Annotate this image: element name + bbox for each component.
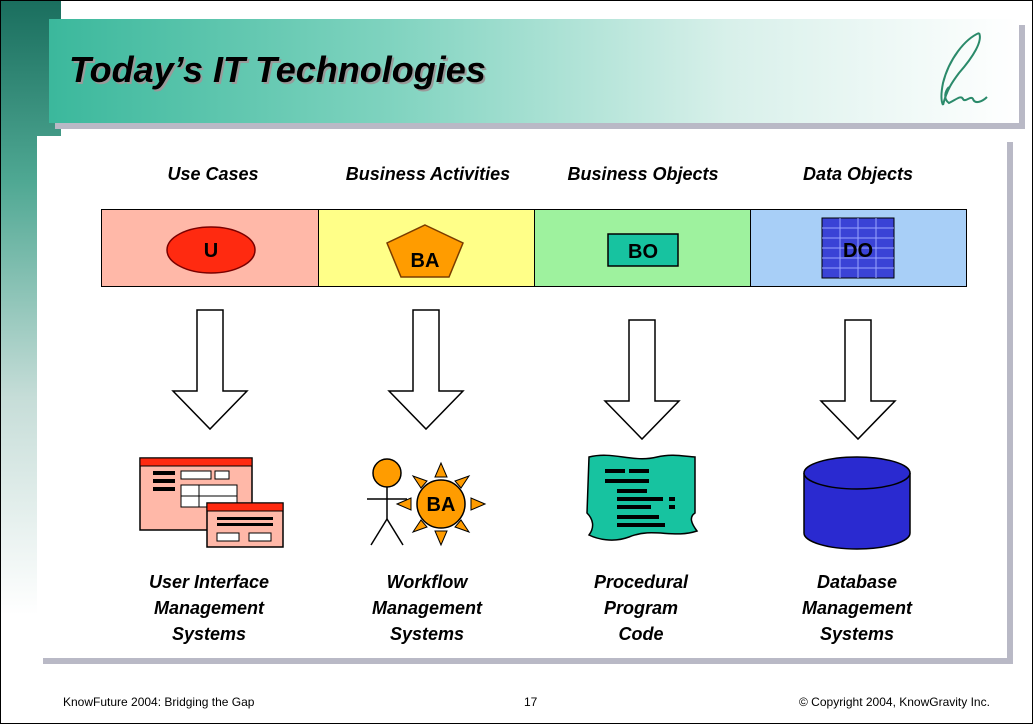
- caption-workflow-management: Workflow Management Systems: [371, 572, 483, 644]
- slide-title: Today’s IT Technologies: [69, 49, 486, 90]
- business-object-box: BO: [607, 233, 679, 267]
- ui-windows-icon: [139, 457, 284, 548]
- actor-sun-icon: BA: [367, 458, 487, 547]
- caption-database-management: Database Management Systems: [801, 572, 913, 644]
- sun-badge-label: BA: [427, 494, 456, 516]
- pen-logo-icon: [940, 32, 988, 106]
- column-header-data-objects: Data Objects: [802, 164, 914, 184]
- footer-page-number: 17: [524, 695, 538, 709]
- column-header-business-activities: Business Activities: [345, 164, 511, 184]
- footer-left: KnowFuture 2004: Bridging the Gap: [63, 695, 255, 709]
- badge-ba-label: BA: [411, 250, 440, 272]
- column-header-use-cases: Use Cases: [167, 164, 259, 184]
- down-arrow-2: [387, 309, 465, 431]
- column-header-business-objects: Business Objects: [567, 164, 719, 184]
- badge-u-label: U: [204, 240, 218, 262]
- caption-procedural-code: Procedural Program Code: [593, 572, 689, 644]
- business-activity-pentagon: BA: [386, 224, 464, 278]
- band-business-objects: [534, 209, 751, 287]
- data-object-grid: DO: [821, 217, 895, 279]
- caption-ui-management: User Interface Management Systems: [148, 572, 270, 644]
- code-scroll-icon: [586, 454, 699, 541]
- badge-do-label: DO: [843, 240, 873, 262]
- title-bar: [49, 19, 1019, 123]
- badge-bo-label: BO: [628, 241, 658, 263]
- down-arrow-3: [603, 319, 681, 441]
- footer-copyright: © Copyright 2004, KnowGravity Inc.: [799, 695, 990, 709]
- down-arrow-4: [819, 319, 897, 441]
- database-cylinder-icon: [803, 456, 911, 550]
- use-case-ellipse: U: [166, 226, 256, 274]
- down-arrow-1: [171, 309, 249, 431]
